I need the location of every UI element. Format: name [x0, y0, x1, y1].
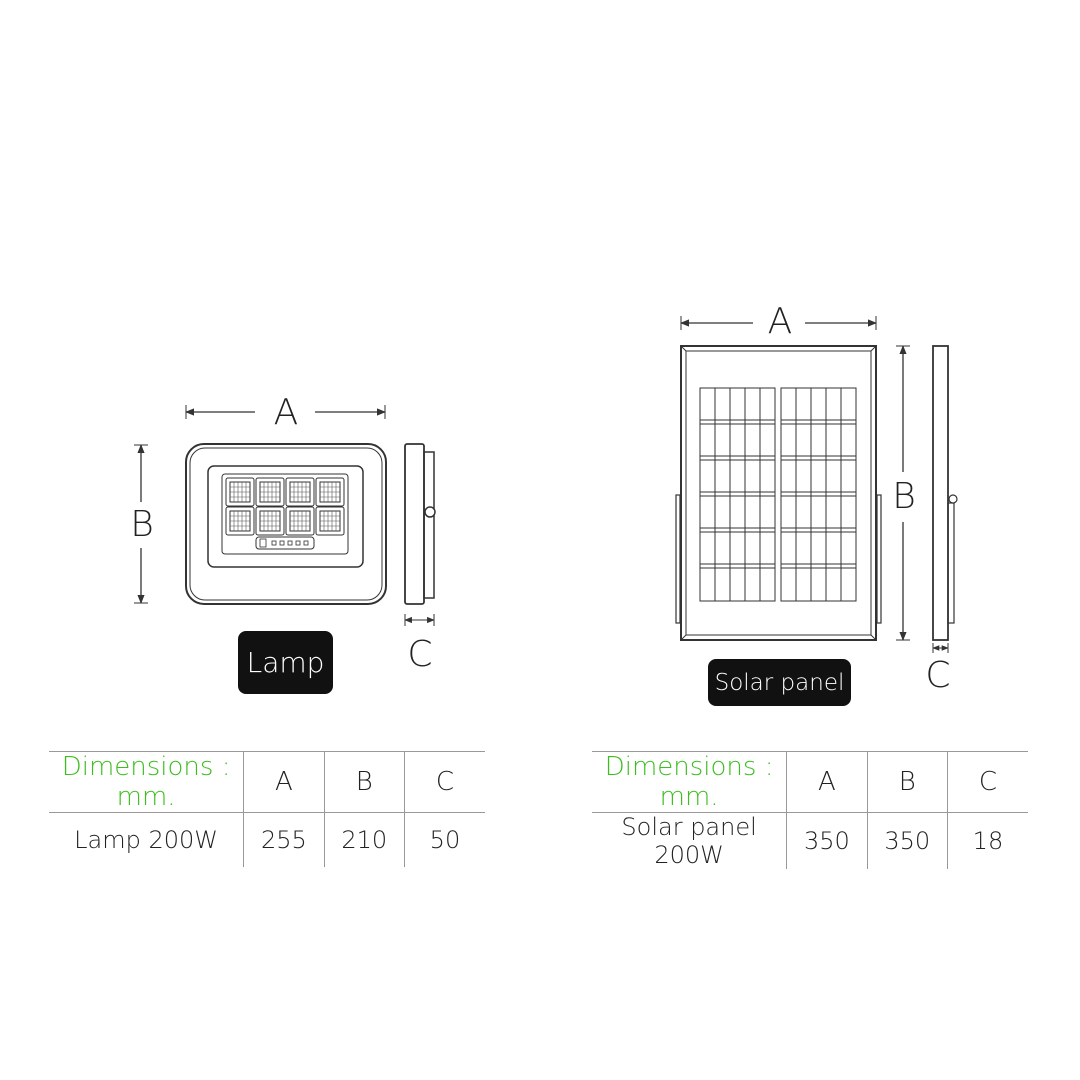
solar-panel-drawing: [675, 316, 958, 653]
value-b-cell: 350: [866, 812, 948, 869]
lamp-dim-c-label: C: [407, 634, 433, 675]
lamp-dim-a-label: A: [273, 392, 299, 433]
lamp-dim-b-label: B: [130, 504, 154, 545]
panel-frame: [680, 345, 877, 641]
lamp-dimensions-table: Dimensions : mm. A B C Lamp 200W 255 210…: [49, 751, 485, 867]
panel-dim-b-label: B: [892, 476, 916, 517]
solar-panel-dimensions-table: Dimensions : mm. A B C Solar panel 200W …: [592, 751, 1028, 869]
header-a: A: [243, 751, 325, 813]
panel-side-view: [932, 345, 949, 641]
header-c: C: [946, 751, 1028, 813]
value-c-cell: 18: [946, 812, 1028, 869]
dimensions-header: Dimensions : mm.: [49, 751, 244, 813]
header-a: A: [786, 751, 868, 813]
value-b-cell: 210: [323, 812, 405, 867]
panel-dim-c-label: C: [925, 655, 951, 696]
panel-dim-a-label: A: [767, 301, 793, 342]
lamp-led-modules: [225, 477, 345, 536]
table-row: Lamp 200W 255 210 50: [49, 812, 485, 867]
header-c: C: [403, 751, 485, 813]
header-b: B: [323, 751, 405, 813]
table-row: Solar panel 200W 350 350 18: [592, 812, 1028, 869]
dimensions-header: Dimensions : mm.: [592, 751, 787, 813]
table-header-row: Dimensions : mm. A B C: [49, 751, 485, 813]
table-header-row: Dimensions : mm. A B C: [592, 751, 1028, 813]
lamp-lens-frame: [207, 465, 364, 568]
header-b: B: [866, 751, 948, 813]
lamp-side-view: [404, 443, 425, 605]
value-c-cell: 50: [403, 812, 485, 867]
lamp-caption: Lamp: [238, 631, 333, 694]
lamp-indicator-strip: [255, 536, 315, 550]
lamp-body: [185, 443, 387, 605]
panel-cells: [699, 387, 857, 602]
product-name-cell: Lamp 200W: [74, 826, 219, 854]
lamp-drawing: [134, 405, 436, 626]
panel-caption: Solar panel: [708, 659, 851, 706]
value-a-cell: 255: [243, 812, 325, 867]
value-a-cell: 350: [786, 812, 868, 869]
product-name-cell: Solar panel 200W: [621, 813, 757, 869]
